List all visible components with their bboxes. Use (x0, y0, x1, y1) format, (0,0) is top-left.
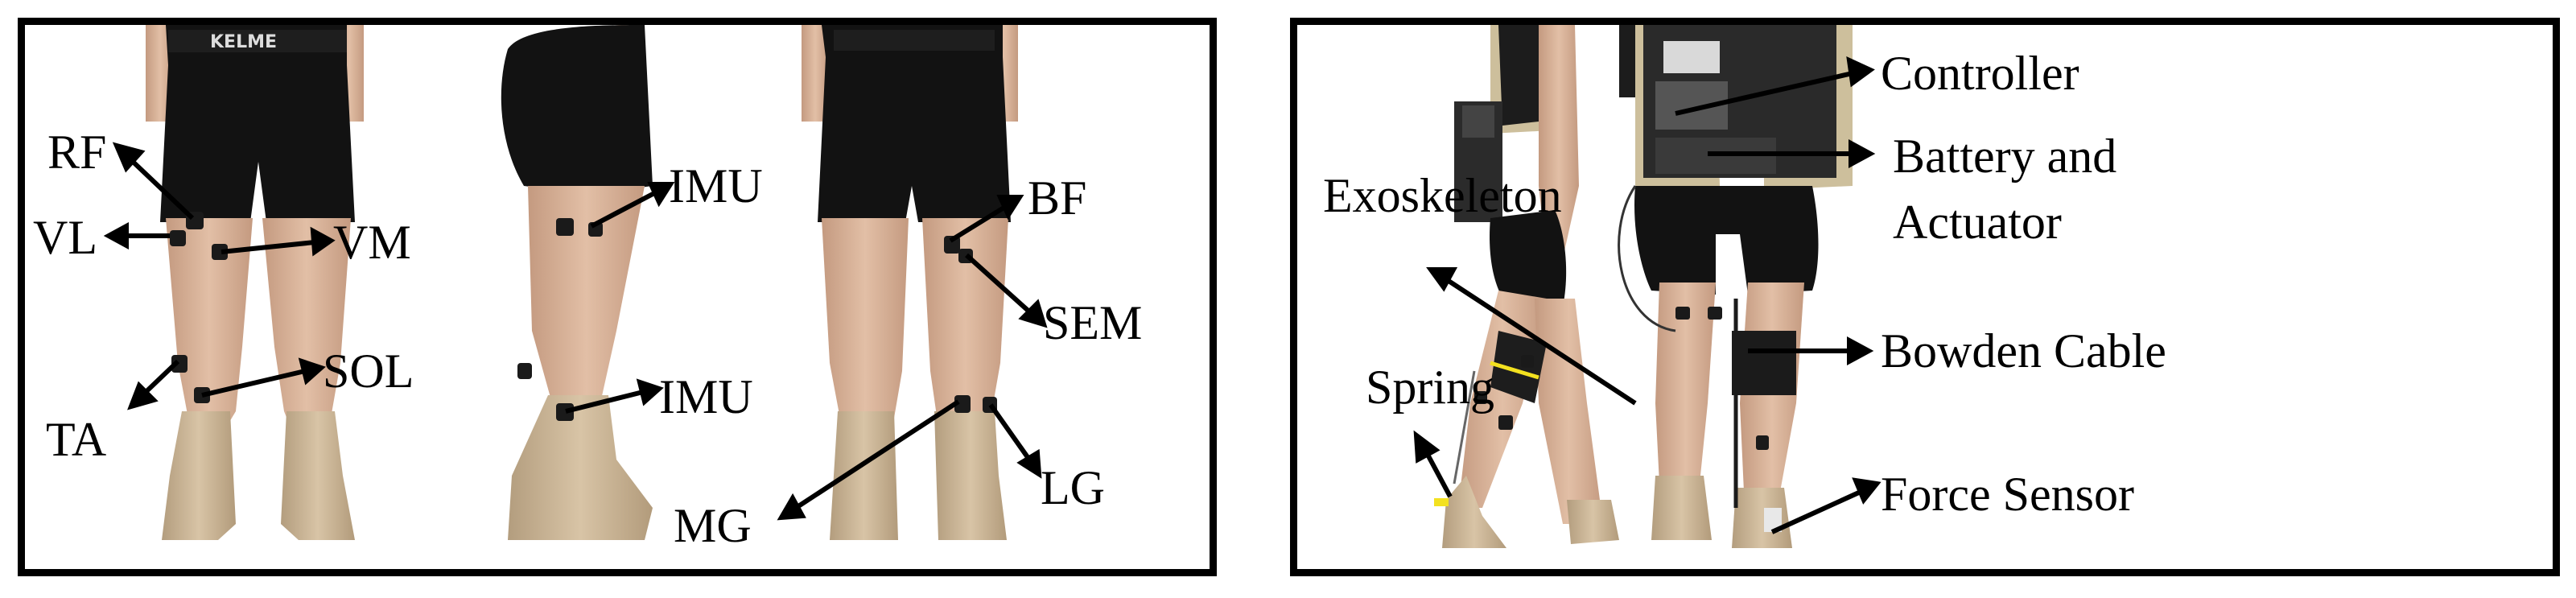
emg-sensor-bf (944, 236, 960, 254)
label-exoskeleton: Exoskeleton (1323, 169, 1562, 222)
label-bowden-cable: Bowden Cable (1881, 324, 2166, 377)
side-walking-figure (1434, 25, 1619, 548)
label-rf: RF (47, 126, 107, 179)
imu-sensor-shank (556, 403, 574, 421)
arrow-ta (140, 359, 180, 398)
arrow-vm (221, 240, 315, 254)
label-mg: MG (674, 499, 752, 552)
label-battery-line2: Actuator (1893, 196, 2062, 249)
label-sem: SEM (1043, 296, 1143, 349)
label-sol: SOL (323, 344, 414, 398)
back-view-figure (802, 25, 1018, 540)
label-battery-line1: Battery and (1893, 130, 2117, 183)
exoskeleton-panel: Exoskeleton Spring Controller Battery an… (1290, 18, 2560, 576)
label-ta: TA (46, 413, 107, 466)
emg-placement-panel: KELME (18, 18, 1217, 576)
arrow-spring (1424, 450, 1453, 498)
waistband-logo: KELME (210, 32, 277, 52)
arrow-controller (1675, 71, 1853, 116)
arrow-sol (201, 369, 306, 398)
arrow-rf (127, 156, 195, 221)
label-spring: Spring (1366, 361, 1495, 414)
label-bf: BF (1028, 171, 1087, 225)
exoskeleton-photo (1413, 25, 1882, 548)
back-walking-figure (1618, 25, 1853, 548)
label-vl: VL (33, 211, 97, 264)
label-controller: Controller (1881, 47, 2079, 100)
label-vm: VM (333, 216, 411, 269)
arrow-imu-thigh (590, 190, 657, 229)
arrow-lg (988, 403, 1032, 461)
arrow-force-sensor (1770, 489, 1862, 534)
front-view-figure: KELME (146, 25, 364, 540)
label-imu-thigh: IMU (669, 159, 763, 212)
left-panel-arrows (103, 142, 1048, 521)
imu-sensor-thigh (556, 218, 574, 236)
label-imu-shank: IMU (659, 370, 753, 423)
side-view-figure (501, 25, 653, 540)
knee-brace (1490, 331, 1547, 403)
emg-sensor-vm (212, 244, 228, 260)
arrow-exoskeleton (1445, 277, 1637, 406)
arrow-imu-shank (565, 390, 644, 414)
emg-sensor-ta (171, 355, 188, 373)
emg-sensor-vl (170, 230, 186, 246)
arrow-mg (794, 399, 960, 510)
force-sensor-part (1764, 508, 1782, 532)
label-force-sensor: Force Sensor (1881, 468, 2134, 521)
bowden-cable-anchor (1732, 331, 1796, 395)
emg-placement-photo: KELME (103, 25, 1048, 540)
right-panel-arrows (1413, 56, 1882, 534)
spring-part (1434, 498, 1449, 506)
arrow-sem (964, 253, 1033, 315)
arrow-bf (949, 204, 1007, 243)
emg-sensor-mg (954, 395, 971, 413)
label-lg: LG (1041, 461, 1105, 514)
